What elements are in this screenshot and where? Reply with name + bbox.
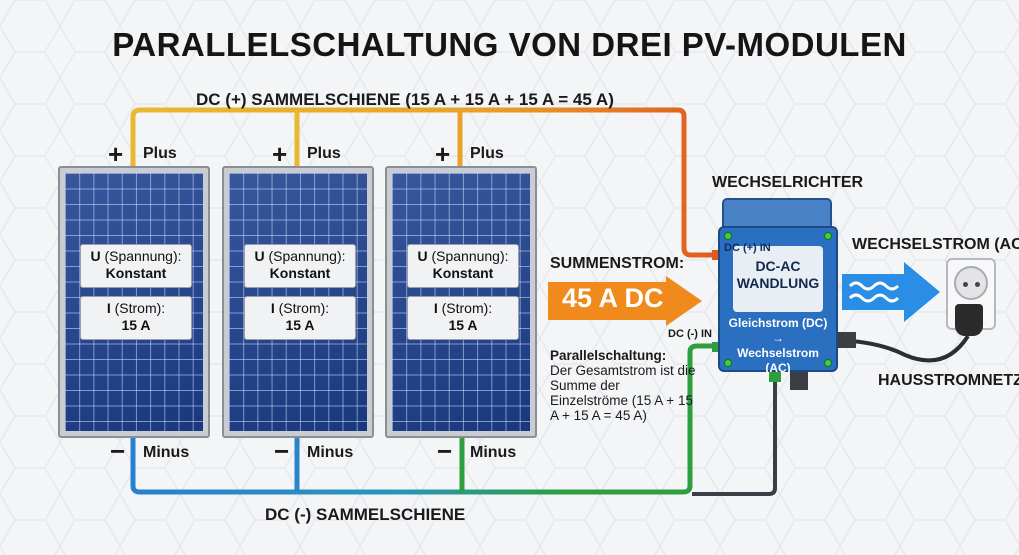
summenstrom-value: 45 A DC bbox=[562, 283, 664, 313]
dc-minus-busbar-label: DC (-) SAMMELSCHIENE bbox=[265, 505, 466, 524]
panel-1-i-desc: (Strom): bbox=[114, 300, 166, 316]
inverter-icon: DC-AC WANDLUNG Gleichstrom (DC) → Wechse… bbox=[718, 226, 838, 375]
panel-2-plus-label: Plus bbox=[307, 145, 341, 162]
panel-2-i-value: 15 A bbox=[285, 317, 315, 333]
panel-2-u-value: Konstant bbox=[269, 265, 331, 281]
panel-1-minus-sign: − bbox=[110, 436, 126, 466]
panel-1-u-symbol: U bbox=[90, 248, 101, 264]
panel-1-plus-label: Plus bbox=[143, 145, 177, 162]
panel-2-minus-sign: − bbox=[274, 436, 290, 466]
parallel-note: Parallelschaltung: Der Gesamtstrom ist d… bbox=[550, 348, 700, 423]
panel-2-plus-sign: + bbox=[272, 139, 288, 169]
ac-cable bbox=[837, 334, 970, 363]
inverter-led-icon bbox=[724, 359, 732, 367]
parallel-note-heading: Parallelschaltung: bbox=[550, 348, 667, 363]
panel-3-i-desc: (Strom): bbox=[441, 300, 493, 316]
dc-plus-busbar-label: DC (+) SAMMELSCHIENE (15 A + 15 A + 15 A… bbox=[196, 90, 614, 109]
inverter-label: WECHSELRICHTER bbox=[712, 174, 864, 191]
panel-2-u-desc: (Spannung): bbox=[268, 248, 346, 264]
inverter-function-line1: DC-AC bbox=[755, 258, 801, 274]
panel-1-voltage-box: U (Spannung): Konstant bbox=[80, 244, 192, 288]
inverter-led-icon bbox=[824, 232, 832, 240]
panel-2-voltage-box: U (Spannung): Konstant bbox=[244, 244, 356, 288]
conversion-from: Gleichstrom (DC) bbox=[728, 316, 828, 330]
panel-1-minus-label: Minus bbox=[143, 444, 190, 461]
panel-2-i-symbol: I bbox=[270, 300, 275, 316]
ac-label: WECHSELSTROM (AC) bbox=[852, 236, 1019, 253]
dc-plus-busbar bbox=[130, 107, 718, 258]
grid-label: HAUSSTROMNETZ bbox=[878, 372, 1019, 389]
panel-3-u-value: Konstant bbox=[432, 265, 494, 281]
panel-1-u-desc: (Spannung): bbox=[104, 248, 182, 264]
panel-2-current-box: I (Strom): 15 A bbox=[244, 296, 356, 340]
panel-3-minus-sign: − bbox=[437, 436, 453, 466]
dc-plus-in-label: DC (+) IN bbox=[724, 242, 771, 254]
conversion-to: Wechselstrom (AC) bbox=[737, 346, 819, 375]
page-title: PARALLELSCHALTUNG VON DREI PV-MODULEN bbox=[112, 26, 907, 63]
panel-3-current-box: I (Strom): 15 A bbox=[407, 296, 519, 340]
ac-wave-icon bbox=[842, 262, 940, 322]
panel-2-i-desc: (Strom): bbox=[278, 300, 330, 316]
panel-1-plus-sign: + bbox=[108, 139, 124, 169]
inverter-display: DC-AC WANDLUNG bbox=[733, 246, 823, 312]
summenstrom-label: SUMMENSTROM: bbox=[550, 255, 685, 272]
panel-3-i-value: 15 A bbox=[448, 317, 478, 333]
panel-3-plus-label: Plus bbox=[470, 145, 504, 162]
panel-3-u-desc: (Spannung): bbox=[431, 248, 509, 264]
summenstrom-arrow-icon bbox=[548, 276, 702, 326]
dc-minus-in-label: DC (-) IN bbox=[668, 328, 712, 340]
panel-3-u-symbol: U bbox=[417, 248, 428, 264]
plug-icon bbox=[955, 304, 983, 336]
panel-1-u-value: Konstant bbox=[105, 265, 167, 281]
panel-1-i-symbol: I bbox=[106, 300, 111, 316]
inverter-bottom-cable bbox=[692, 372, 777, 496]
inverter-led-icon bbox=[824, 359, 832, 367]
panel-2-u-symbol: U bbox=[254, 248, 265, 264]
inverter-led-icon bbox=[724, 232, 732, 240]
panel-3-voltage-box: U (Spannung): Konstant bbox=[407, 244, 519, 288]
solar-panel-3: U (Spannung): Konstant I (Strom): 15 A bbox=[385, 166, 537, 438]
conversion-arrow-icon: → bbox=[772, 331, 784, 345]
inverter-conversion-text: Gleichstrom (DC) → Wechselstrom (AC) bbox=[726, 316, 830, 376]
solar-panel-2: U (Spannung): Konstant I (Strom): 15 A bbox=[222, 166, 374, 438]
panel-1-i-value: 15 A bbox=[121, 317, 151, 333]
panel-3-plus-sign: + bbox=[435, 139, 451, 169]
panel-3-minus-label: Minus bbox=[470, 444, 517, 461]
solar-panel-1: U (Spannung): Konstant I (Strom): 15 A bbox=[58, 166, 210, 438]
parallel-note-body: Der Gesamtstrom ist die Summe der Einzel… bbox=[550, 363, 696, 423]
dc-minus-busbar bbox=[130, 343, 718, 495]
inverter-function-line2: WANDLUNG bbox=[736, 275, 820, 291]
panel-1-current-box: I (Strom): 15 A bbox=[80, 296, 192, 340]
panel-2-minus-label: Minus bbox=[307, 444, 354, 461]
panel-3-i-symbol: I bbox=[433, 300, 438, 316]
